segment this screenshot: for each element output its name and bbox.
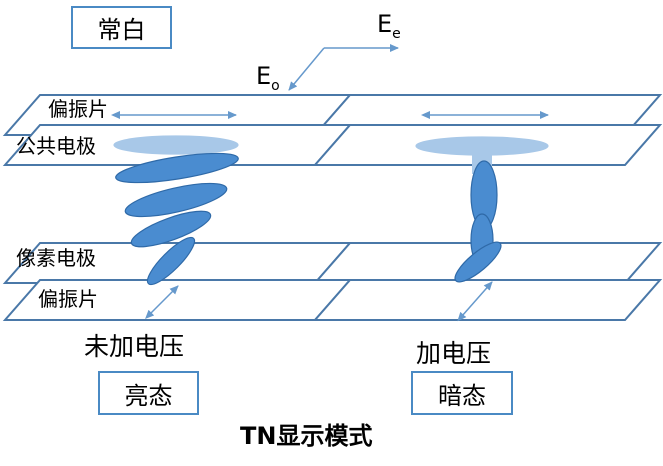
lc-molecule: [130, 210, 212, 248]
lc-molecule: [115, 152, 239, 184]
layer-polarizer-bottom: [2, 279, 663, 321]
right-result-box: 暗态: [411, 371, 513, 415]
lc-molecules-twisted: [113, 135, 239, 286]
left-result-box: 亮态: [98, 371, 199, 415]
mode-label: 常白: [97, 16, 146, 44]
layer-pixel-electrode: [2, 242, 663, 284]
label-polarizer-bottom: 偏振片: [38, 287, 98, 311]
field-label-ee: Ee: [377, 10, 401, 42]
label-pixel-electrode: 像素电极: [16, 246, 96, 270]
left-result-label: 亮态: [124, 381, 173, 410]
lc-disk-left: [113, 135, 239, 155]
lc-molecules-aligned: [415, 136, 549, 283]
polarizer-axis-arrow-right-bottom: [457, 281, 493, 322]
field-arrow-eo: [288, 47, 325, 91]
lc-molecule: [124, 182, 228, 218]
diagram-title: TN显示模式: [240, 422, 373, 450]
lc-molecule: [146, 236, 196, 286]
lc-molecule: [454, 241, 502, 283]
mode-label-box: 常白: [71, 6, 172, 49]
label-common-electrode: 公共电极: [16, 134, 96, 158]
right-result-label: 暗态: [438, 381, 486, 410]
polarizer-axis-arrow-left-bottom: [145, 285, 179, 319]
layer-common-electrode: [2, 124, 663, 166]
left-condition-label: 未加电压: [84, 332, 185, 361]
label-polarizer-top: 偏振片: [48, 97, 108, 121]
right-condition-label: 加电压: [416, 339, 492, 368]
field-label-eo: Eo: [256, 62, 280, 94]
